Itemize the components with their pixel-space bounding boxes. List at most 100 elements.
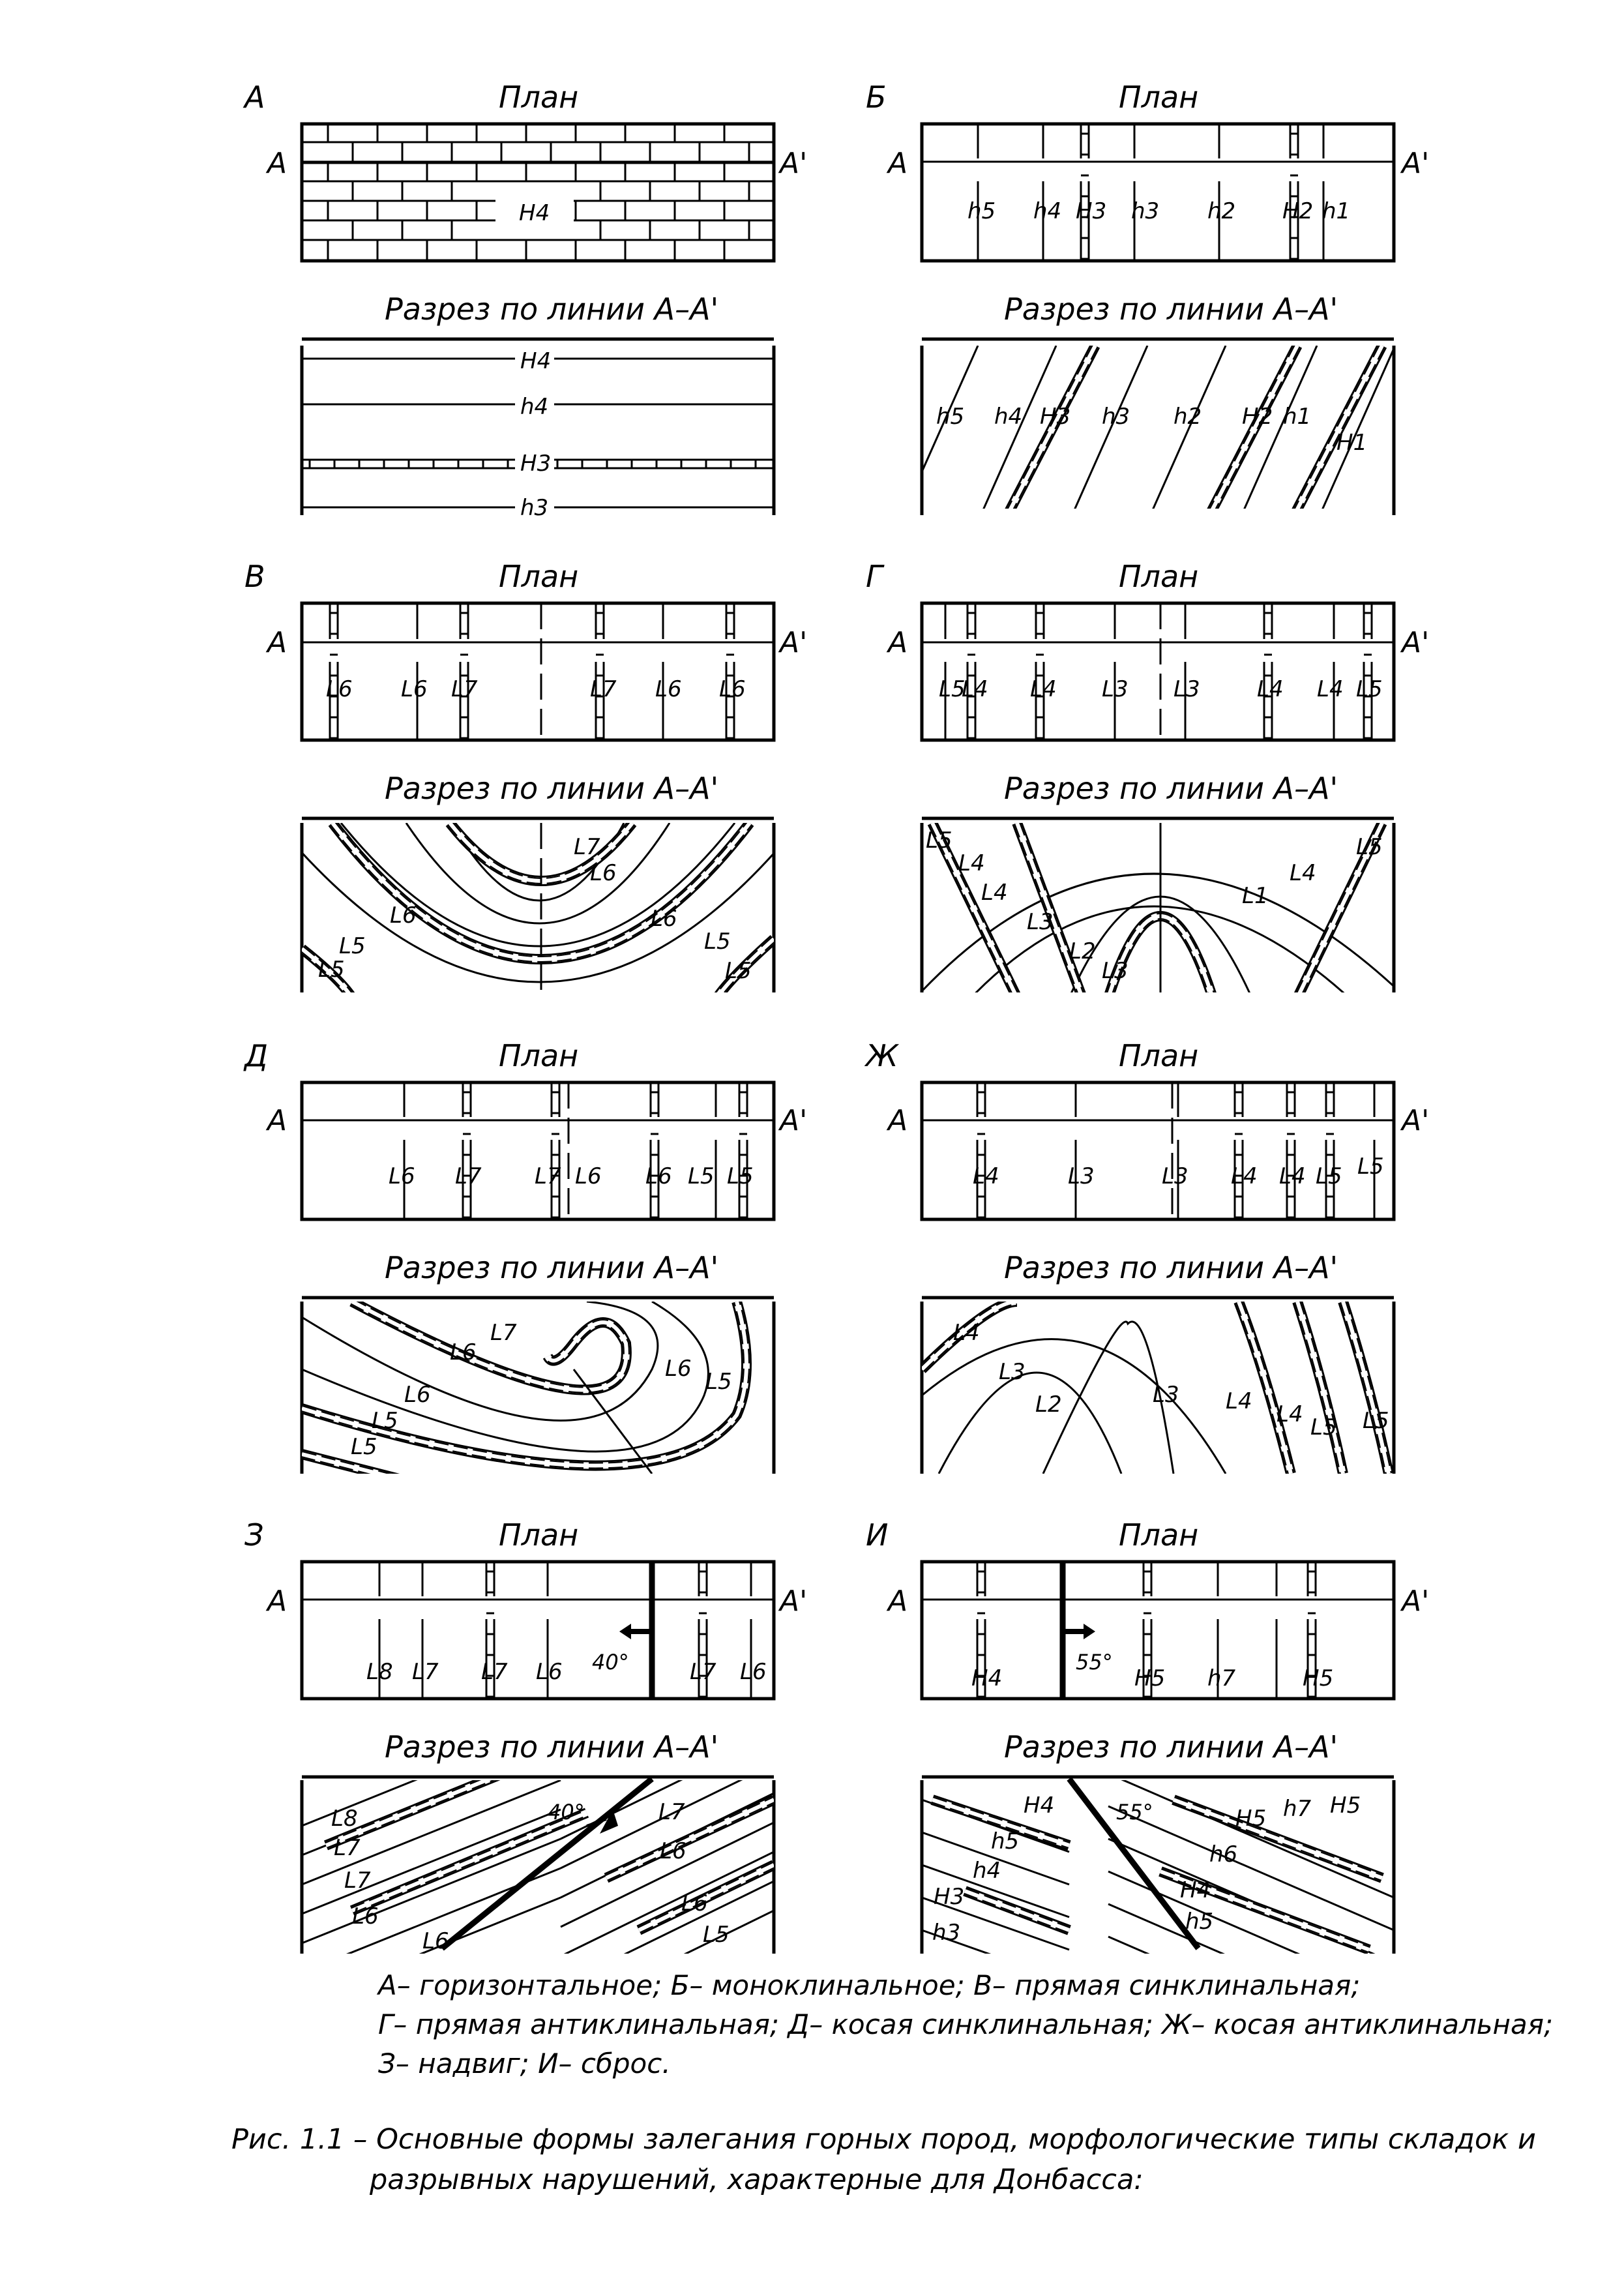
bed-label: h5 <box>967 198 996 224</box>
coal-seam <box>1210 346 1299 509</box>
edge-label-a-prime: А' <box>1400 147 1429 180</box>
bed-label: L7 <box>344 1868 371 1894</box>
bed-label: L6 <box>719 676 746 702</box>
bed-label: L6 <box>450 1339 477 1365</box>
bed-label: L5 <box>1363 1408 1389 1434</box>
bed-line <box>683 1909 774 1954</box>
bed-label: L7 <box>490 1320 517 1346</box>
coal-seam <box>1015 823 1083 992</box>
bed-line <box>1152 346 1227 509</box>
section-g: L5 L4 L4 L3 L2 L3 L1 L4 L5 <box>920 816 1396 992</box>
plan-frame <box>300 1080 776 1221</box>
bed-label: L2 <box>1035 1392 1062 1418</box>
section-b: h5 h4 H3 h3 h2 H2 h1 H1 <box>920 337 1396 515</box>
bed-label: L6 <box>660 1838 687 1864</box>
bed-line <box>1121 1780 1394 1899</box>
edge-label-a-prime: А' <box>778 1585 807 1618</box>
bed-label: h7 <box>1207 1665 1236 1691</box>
fault-line <box>1067 1777 1201 1950</box>
panel-a: А План А А' H4 Разрез по линии А–А' <box>243 80 807 521</box>
edge-label-a-prime: А' <box>778 147 807 180</box>
bed-label: H5 <box>1330 1793 1361 1819</box>
bed-label: L3 <box>1102 676 1129 702</box>
plan-title: План <box>1119 1517 1198 1553</box>
edge-label-a: А <box>886 626 908 659</box>
bed-label: L5 <box>926 827 952 854</box>
bed-label: L4 <box>1290 860 1316 886</box>
coal-seam <box>930 823 1017 992</box>
bed-label: L8 <box>331 1806 358 1832</box>
bed-label: h5 <box>1185 1909 1213 1935</box>
bed-label: L5 <box>1316 1163 1342 1189</box>
bed-label: L6 <box>575 1163 602 1189</box>
bed-label: L4 <box>1231 1163 1258 1189</box>
bed-line <box>1321 346 1394 509</box>
bed-line <box>922 1831 1070 1886</box>
coal-seam <box>302 947 351 992</box>
panel-zh: Ж План А А' L4 L3 L3 L4 L4 L5 L5 Разрез … <box>864 1038 1429 1474</box>
plan-title: План <box>499 559 578 594</box>
bed-line <box>975 905 1345 992</box>
bed-label: h3 <box>520 495 548 521</box>
plan-outcrops <box>944 603 1373 740</box>
plan-frame <box>300 1560 776 1701</box>
edge-label-a: А <box>265 147 287 180</box>
bed-label: L3 <box>1102 958 1129 984</box>
plan-outcrops <box>403 1082 748 1219</box>
plan-frame <box>300 601 776 742</box>
legend-line: А– горизонтальное; Б– моноклинальное; В–… <box>378 1969 1361 2001</box>
bed-line <box>560 1780 743 1869</box>
bed-label: L5 <box>318 957 345 983</box>
section-title: Разрез по линии А–А' <box>385 1250 718 1285</box>
bed-label: L7 <box>334 1835 361 1861</box>
bed-line <box>1243 346 1318 509</box>
bed-label: L7 <box>455 1163 482 1189</box>
bed-label: L6 <box>390 902 417 929</box>
bed-line <box>302 1780 418 1827</box>
panel-letter: Д <box>243 1038 268 1073</box>
bed-label: L3 <box>1068 1163 1095 1189</box>
bed-label: L4 <box>1030 676 1057 702</box>
coal-seam <box>1159 1869 1370 1952</box>
bed-line <box>302 1808 561 1915</box>
bed-label: L4 <box>1226 1388 1252 1414</box>
bed-label: L3 <box>1027 909 1054 935</box>
bed-label: L6 <box>590 860 617 886</box>
bed-line <box>572 1369 653 1474</box>
coal-seam <box>964 1889 1070 1932</box>
bed-label: L6 <box>422 1928 449 1954</box>
bed-label: L3 <box>999 1359 1026 1385</box>
plan-brick-pattern <box>302 124 774 261</box>
bed-label: L7 <box>574 834 600 860</box>
bed-label: L7 <box>535 1163 561 1189</box>
bed-label: H4 <box>1024 1793 1054 1819</box>
bed-label: L3 <box>1162 1163 1188 1189</box>
bed-line <box>922 346 979 475</box>
legend: А– горизонтальное; Б– моноклинальное; В–… <box>378 1966 1553 2083</box>
bed-line <box>302 1780 561 1886</box>
panel-z: З План А А' 40° L8 L7 L7 L6 L7 L6 Разрез… <box>244 1517 807 1954</box>
edge-label-a-prime: А' <box>1400 1585 1429 1618</box>
coal-seam <box>1295 1302 1345 1474</box>
coal-seam <box>1295 346 1384 509</box>
bed-line <box>922 1338 1227 1474</box>
bed-label: H3 <box>1076 198 1106 224</box>
bed-label: L6 <box>389 1163 415 1189</box>
plan-title: План <box>1119 1038 1198 1073</box>
section-title: Разрез по линии А–А' <box>1004 771 1338 806</box>
coal-seam <box>1237 1302 1293 1474</box>
bed-line <box>922 1864 1070 1918</box>
bed-line <box>302 1838 561 1944</box>
bed-label: L5 <box>351 1434 377 1460</box>
edge-label-a-prime: А' <box>1400 626 1429 659</box>
bed-label: L6 <box>352 1903 379 1929</box>
bed-label: L6 <box>740 1659 767 1685</box>
bed-label: L2 <box>1069 938 1096 964</box>
legend-line: З– надвиг; И– сброс. <box>378 2048 671 2079</box>
bed-line <box>340 823 736 947</box>
coal-seam <box>351 1811 588 1913</box>
bed-label: H4 <box>519 200 550 226</box>
plan-title: План <box>499 1038 578 1073</box>
plan-outcrops <box>976 1082 1376 1219</box>
section-a: H4 h4 H3 h3 <box>300 337 776 521</box>
